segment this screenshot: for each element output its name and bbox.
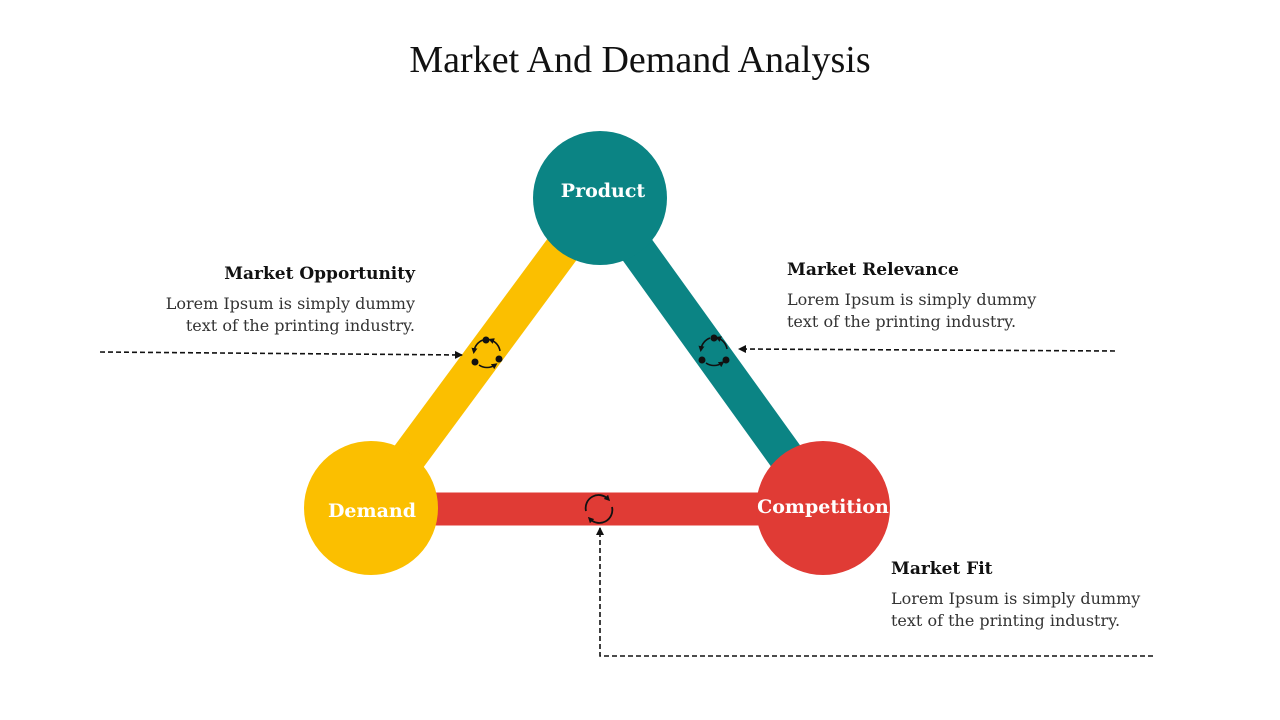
callout-body: Lorem Ipsum is simply dummy text of the … xyxy=(787,289,1087,333)
callout-line: Lorem Ipsum is simply dummy xyxy=(891,589,1141,608)
callout-market-opportunity: Market Opportunity Lorem Ipsum is simply… xyxy=(150,264,415,337)
node-competition xyxy=(756,441,890,575)
callout-heading: Market Fit xyxy=(891,559,993,579)
connector-fit xyxy=(596,527,1153,657)
callout-market-fit: Market Fit Lorem Ipsum is simply dummy t… xyxy=(891,559,1191,632)
callout-line: Lorem Ipsum is simply dummy xyxy=(165,294,415,313)
node-demand-label: Demand xyxy=(328,500,416,522)
connector-relevance xyxy=(738,345,1116,354)
node-product-label: Product xyxy=(561,180,646,202)
callout-market-relevance: Market Relevance Lorem Ipsum is simply d… xyxy=(787,260,1087,333)
callout-line: Lorem Ipsum is simply dummy xyxy=(787,290,1037,309)
callout-heading: Market Opportunity xyxy=(224,264,415,284)
node-product xyxy=(533,131,667,265)
connector-opportunity xyxy=(99,350,463,359)
cycle-people-icon xyxy=(471,336,503,370)
refresh-cycle-icon xyxy=(584,494,614,524)
page-title: Market And Demand Analysis xyxy=(409,39,871,81)
callout-body: Lorem Ipsum is simply dummy text of the … xyxy=(891,588,1191,632)
callout-line: text of the printing industry. xyxy=(787,312,1017,331)
callout-line: text of the printing industry. xyxy=(185,316,415,335)
callout-line: text of the printing industry. xyxy=(891,611,1121,630)
cycle-people-icon xyxy=(698,334,730,368)
node-competition-label: Competition xyxy=(757,496,889,518)
callout-heading: Market Relevance xyxy=(787,260,959,280)
callout-body: Lorem Ipsum is simply dummy text of the … xyxy=(150,293,415,337)
node-demand xyxy=(304,441,438,575)
